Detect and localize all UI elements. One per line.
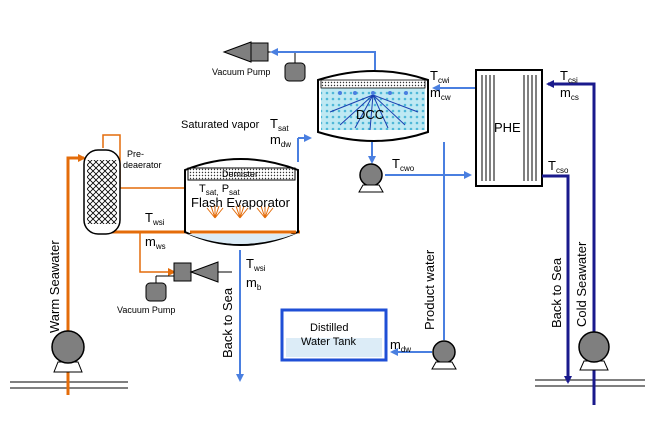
flash-evaporator <box>184 158 299 246</box>
vacuum-pump-icon <box>222 41 306 82</box>
pump-icon <box>51 330 85 373</box>
tcwi-label: Tcwi <box>430 68 450 85</box>
demister-label: Demister <box>222 169 258 179</box>
vapor-line <box>297 134 312 162</box>
flash-evaporator-label: Flash Evaporator <box>191 195 291 210</box>
spray-nozzle-icon <box>206 205 274 219</box>
cold-return-line <box>542 174 572 384</box>
phe-exchanger <box>475 69 543 187</box>
pump-icon <box>358 163 384 193</box>
mws-label: mws <box>145 234 166 251</box>
spray-nozzle-icon <box>338 91 408 95</box>
distilled-label-2: Water Tank <box>301 336 357 348</box>
mb-label: mb <box>246 275 262 292</box>
vacuum-pump-bottom-label: Vacuum Pump <box>117 305 175 315</box>
back-to-sea-label-1: Back to Sea <box>220 287 235 358</box>
predeaerator-column <box>83 149 121 235</box>
predeaerator-label-1: Pre- <box>127 149 144 159</box>
predeaerator-lines <box>102 134 192 276</box>
ground-right <box>535 379 645 387</box>
vacuum-line-top <box>270 48 376 70</box>
predeaerator-label-2: deaerator <box>123 160 162 170</box>
twsi-label-2: Twsi <box>246 256 266 273</box>
tcsi-label: Tcsi <box>560 68 578 85</box>
twsi-label-1: Twsi <box>145 210 165 227</box>
vacuum-pump-top-label: Vacuum Pump <box>212 67 270 77</box>
vacuum-pump-icon <box>145 261 232 302</box>
dcc-vessel <box>317 70 429 142</box>
product-water-line <box>390 142 445 356</box>
mcw-label: mcw <box>430 85 451 102</box>
dcc-label: DCC <box>356 107 384 122</box>
cold-seawater-line <box>546 80 596 405</box>
cold-seawater-label: Cold Seawater <box>574 241 589 327</box>
mdw-top-label: mdw <box>270 132 291 149</box>
mcs-label: mcs <box>560 85 579 102</box>
tsat-psat-label: Tsat, Psat <box>199 183 240 197</box>
product-water-label: Product water <box>422 249 437 330</box>
warm-seawater-label: Warm Seawater <box>47 240 62 333</box>
phe-label: PHE <box>494 120 521 135</box>
tcwo-label: Tcwo <box>392 156 415 173</box>
dcc-outlet-line <box>368 142 472 179</box>
tsat-label: Tsat <box>270 116 289 133</box>
mdw-bottom-label: mdw <box>390 337 411 354</box>
distilled-label-1: Distilled <box>310 322 349 334</box>
back-to-sea-label-2: Back to Sea <box>549 257 564 328</box>
pump-icon <box>431 340 457 370</box>
pump-icon <box>578 331 610 371</box>
tcso-label: Tcso <box>548 158 569 175</box>
saturated-vapor-label: Saturated vapor <box>181 119 260 131</box>
distilled-water-tank <box>280 308 388 362</box>
